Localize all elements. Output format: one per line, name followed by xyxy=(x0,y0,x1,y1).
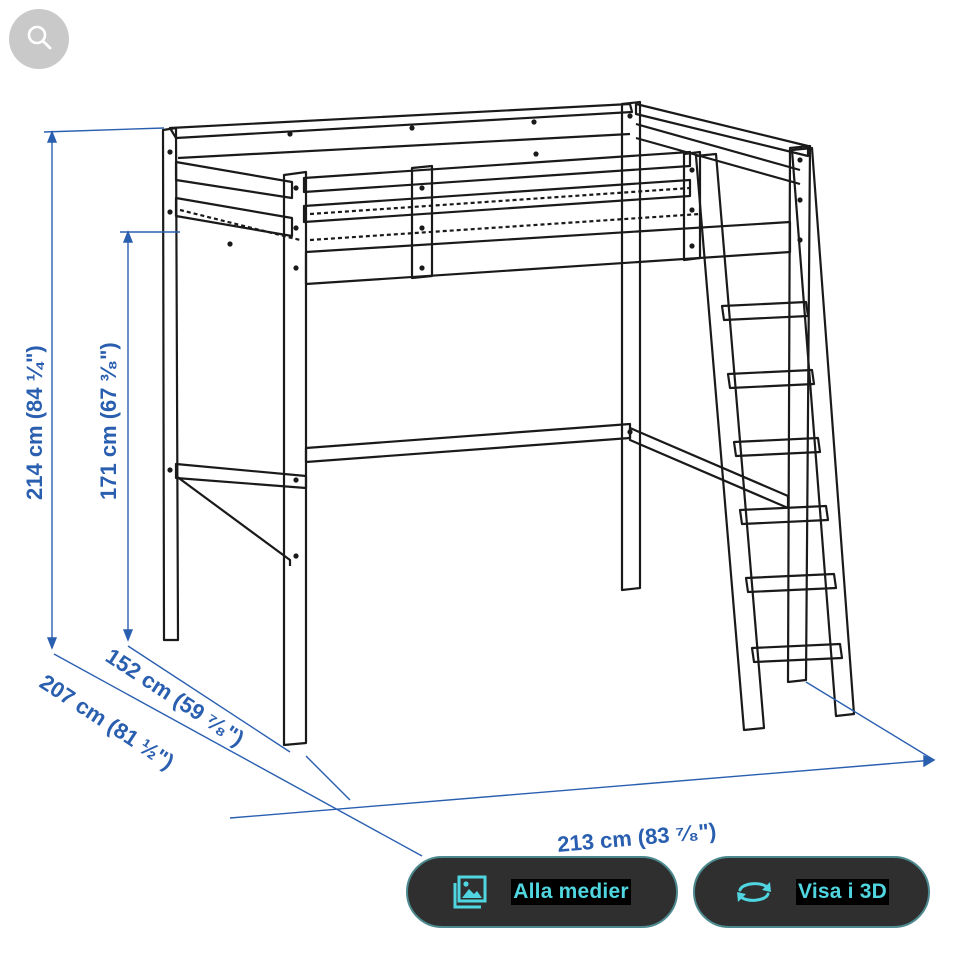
dimension-lines xyxy=(43,127,936,857)
all-media-label: Alla medier xyxy=(511,879,631,905)
view-3d-label: Visa i 3D xyxy=(796,879,889,905)
dim-clearance-height: 171 cm (67 ³⁄₈") xyxy=(96,342,121,500)
bolt-dots xyxy=(167,113,803,559)
dim-total-height: 214 cm (84 ¼") xyxy=(22,345,47,500)
all-media-button[interactable]: Alla medier xyxy=(406,856,678,928)
search-button[interactable] xyxy=(9,9,69,69)
view-3d-button[interactable]: Visa i 3D xyxy=(693,856,930,928)
dim-length: 213 cm (83 ⁷⁄₈") xyxy=(556,818,717,857)
rotate-3d-icon xyxy=(734,878,774,906)
search-icon xyxy=(25,23,53,56)
bed-frame xyxy=(161,100,856,747)
image-gallery-icon xyxy=(453,875,489,909)
